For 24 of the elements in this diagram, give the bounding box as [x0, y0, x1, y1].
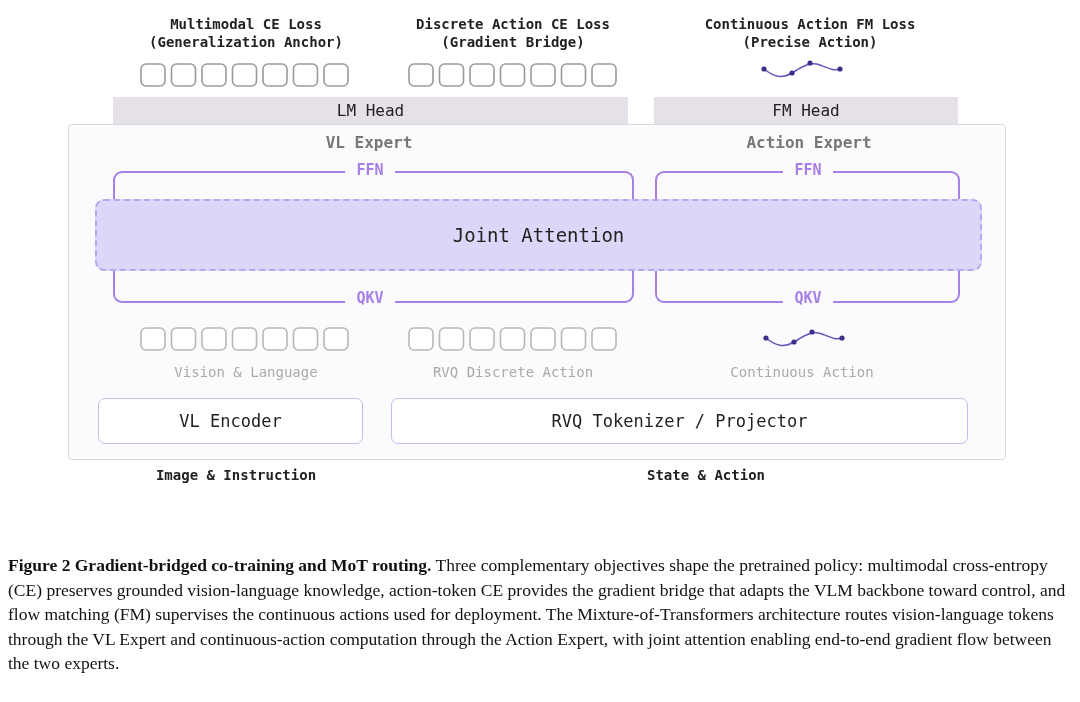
input-label: Image & Instruction: [154, 466, 318, 484]
layer-label: QKV: [345, 289, 395, 307]
attention-band: [95, 199, 982, 271]
layer-label: QKV: [783, 289, 833, 307]
band-label: Joint Attention: [452, 224, 625, 246]
band-label: LM Head: [336, 101, 405, 120]
head-band: [654, 97, 958, 124]
encoder-box: [98, 398, 363, 444]
input-label: State & Action: [646, 466, 766, 484]
expert-panel: [68, 124, 1006, 460]
token-label: RVQ Discrete Action: [431, 363, 595, 381]
head-band: [113, 97, 628, 124]
encoder-box: [391, 398, 968, 444]
box-label: RVQ Tokenizer / Projector: [551, 411, 808, 431]
expert-heading: VL Expert: [324, 133, 414, 152]
loss-label: Multimodal CE Loss (Generalization Anchor): [148, 15, 344, 51]
loss-label: Continuous Action FM Loss (Precise Action): [703, 15, 917, 51]
loss-label: Discrete Action CE Loss (Gradient Bridge): [415, 15, 611, 51]
token-label: Continuous Action: [729, 363, 875, 381]
token-label: Vision & Language: [173, 363, 319, 381]
figure-caption: Figure 2 Gradient-bridged co-training and MoT routing. Three complementary objectives shape the pretrained policy: multimodal cross-entropy (CE) preserves grounded vision-language knowledge, action-token CE provides the gradient bridge that adapts the VLM backbone toward control, and flow matching (FM) supervises the continuous actions used for deployment. The Mixture-of-Transformers architecture routes vision-language tokens through the VL Expert and continuous-action computation through the Action Expert, with joint attention enabling end-to-end gradient flow between the two experts.: [8, 554, 1067, 675]
expert-heading: Action Expert: [745, 133, 873, 152]
box-label: VL Encoder: [179, 411, 282, 431]
band-label: FM Head: [772, 101, 840, 120]
